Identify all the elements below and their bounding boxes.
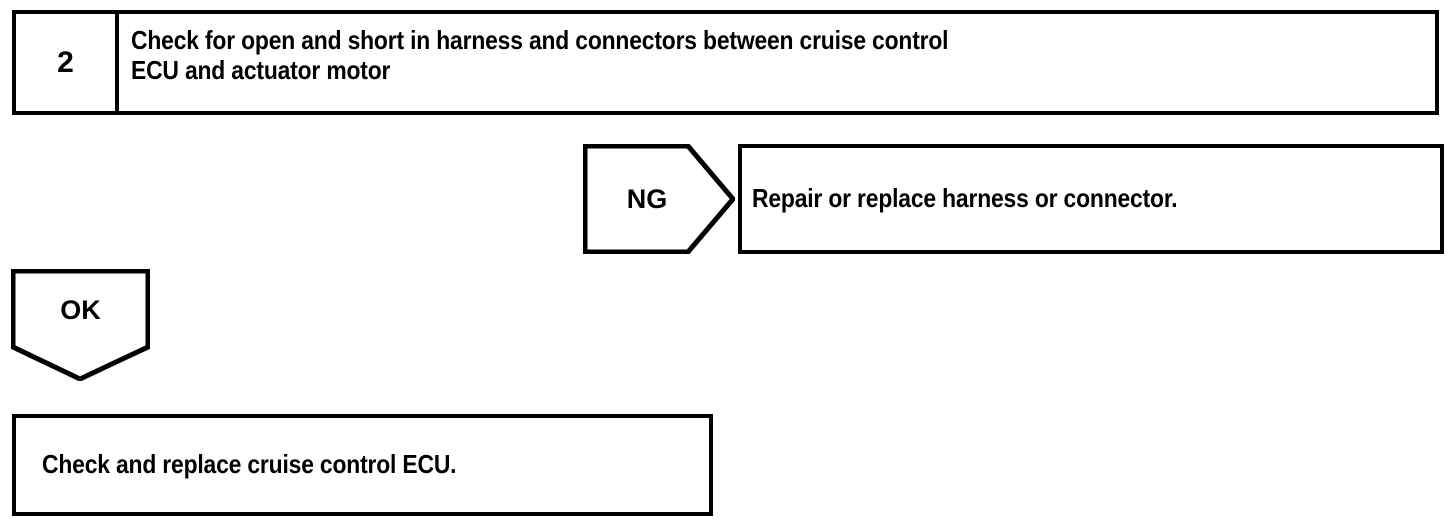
- ng-branch-arrow: NG: [583, 144, 735, 254]
- ok-result-box: Check and replace cruise control ECU.: [12, 414, 713, 516]
- step-row: 2 Check for open and short in harness an…: [12, 10, 1439, 115]
- step-number-text: 2: [57, 45, 74, 79]
- step-instruction-cell: Check for open and short in harness and …: [119, 14, 1435, 111]
- step-number-cell: 2: [16, 14, 119, 111]
- pentagon-right-icon: [583, 144, 735, 254]
- ok-branch-arrow: OK: [11, 269, 150, 381]
- pentagon-down-icon: [11, 269, 150, 381]
- step-instruction-text: Check for open and short in harness and …: [131, 25, 949, 85]
- ng-result-box: Repair or replace harness or connector.: [738, 144, 1444, 254]
- ok-result-text: Check and replace cruise control ECU.: [42, 449, 457, 480]
- ng-result-text: Repair or replace harness or connector.: [752, 183, 1178, 214]
